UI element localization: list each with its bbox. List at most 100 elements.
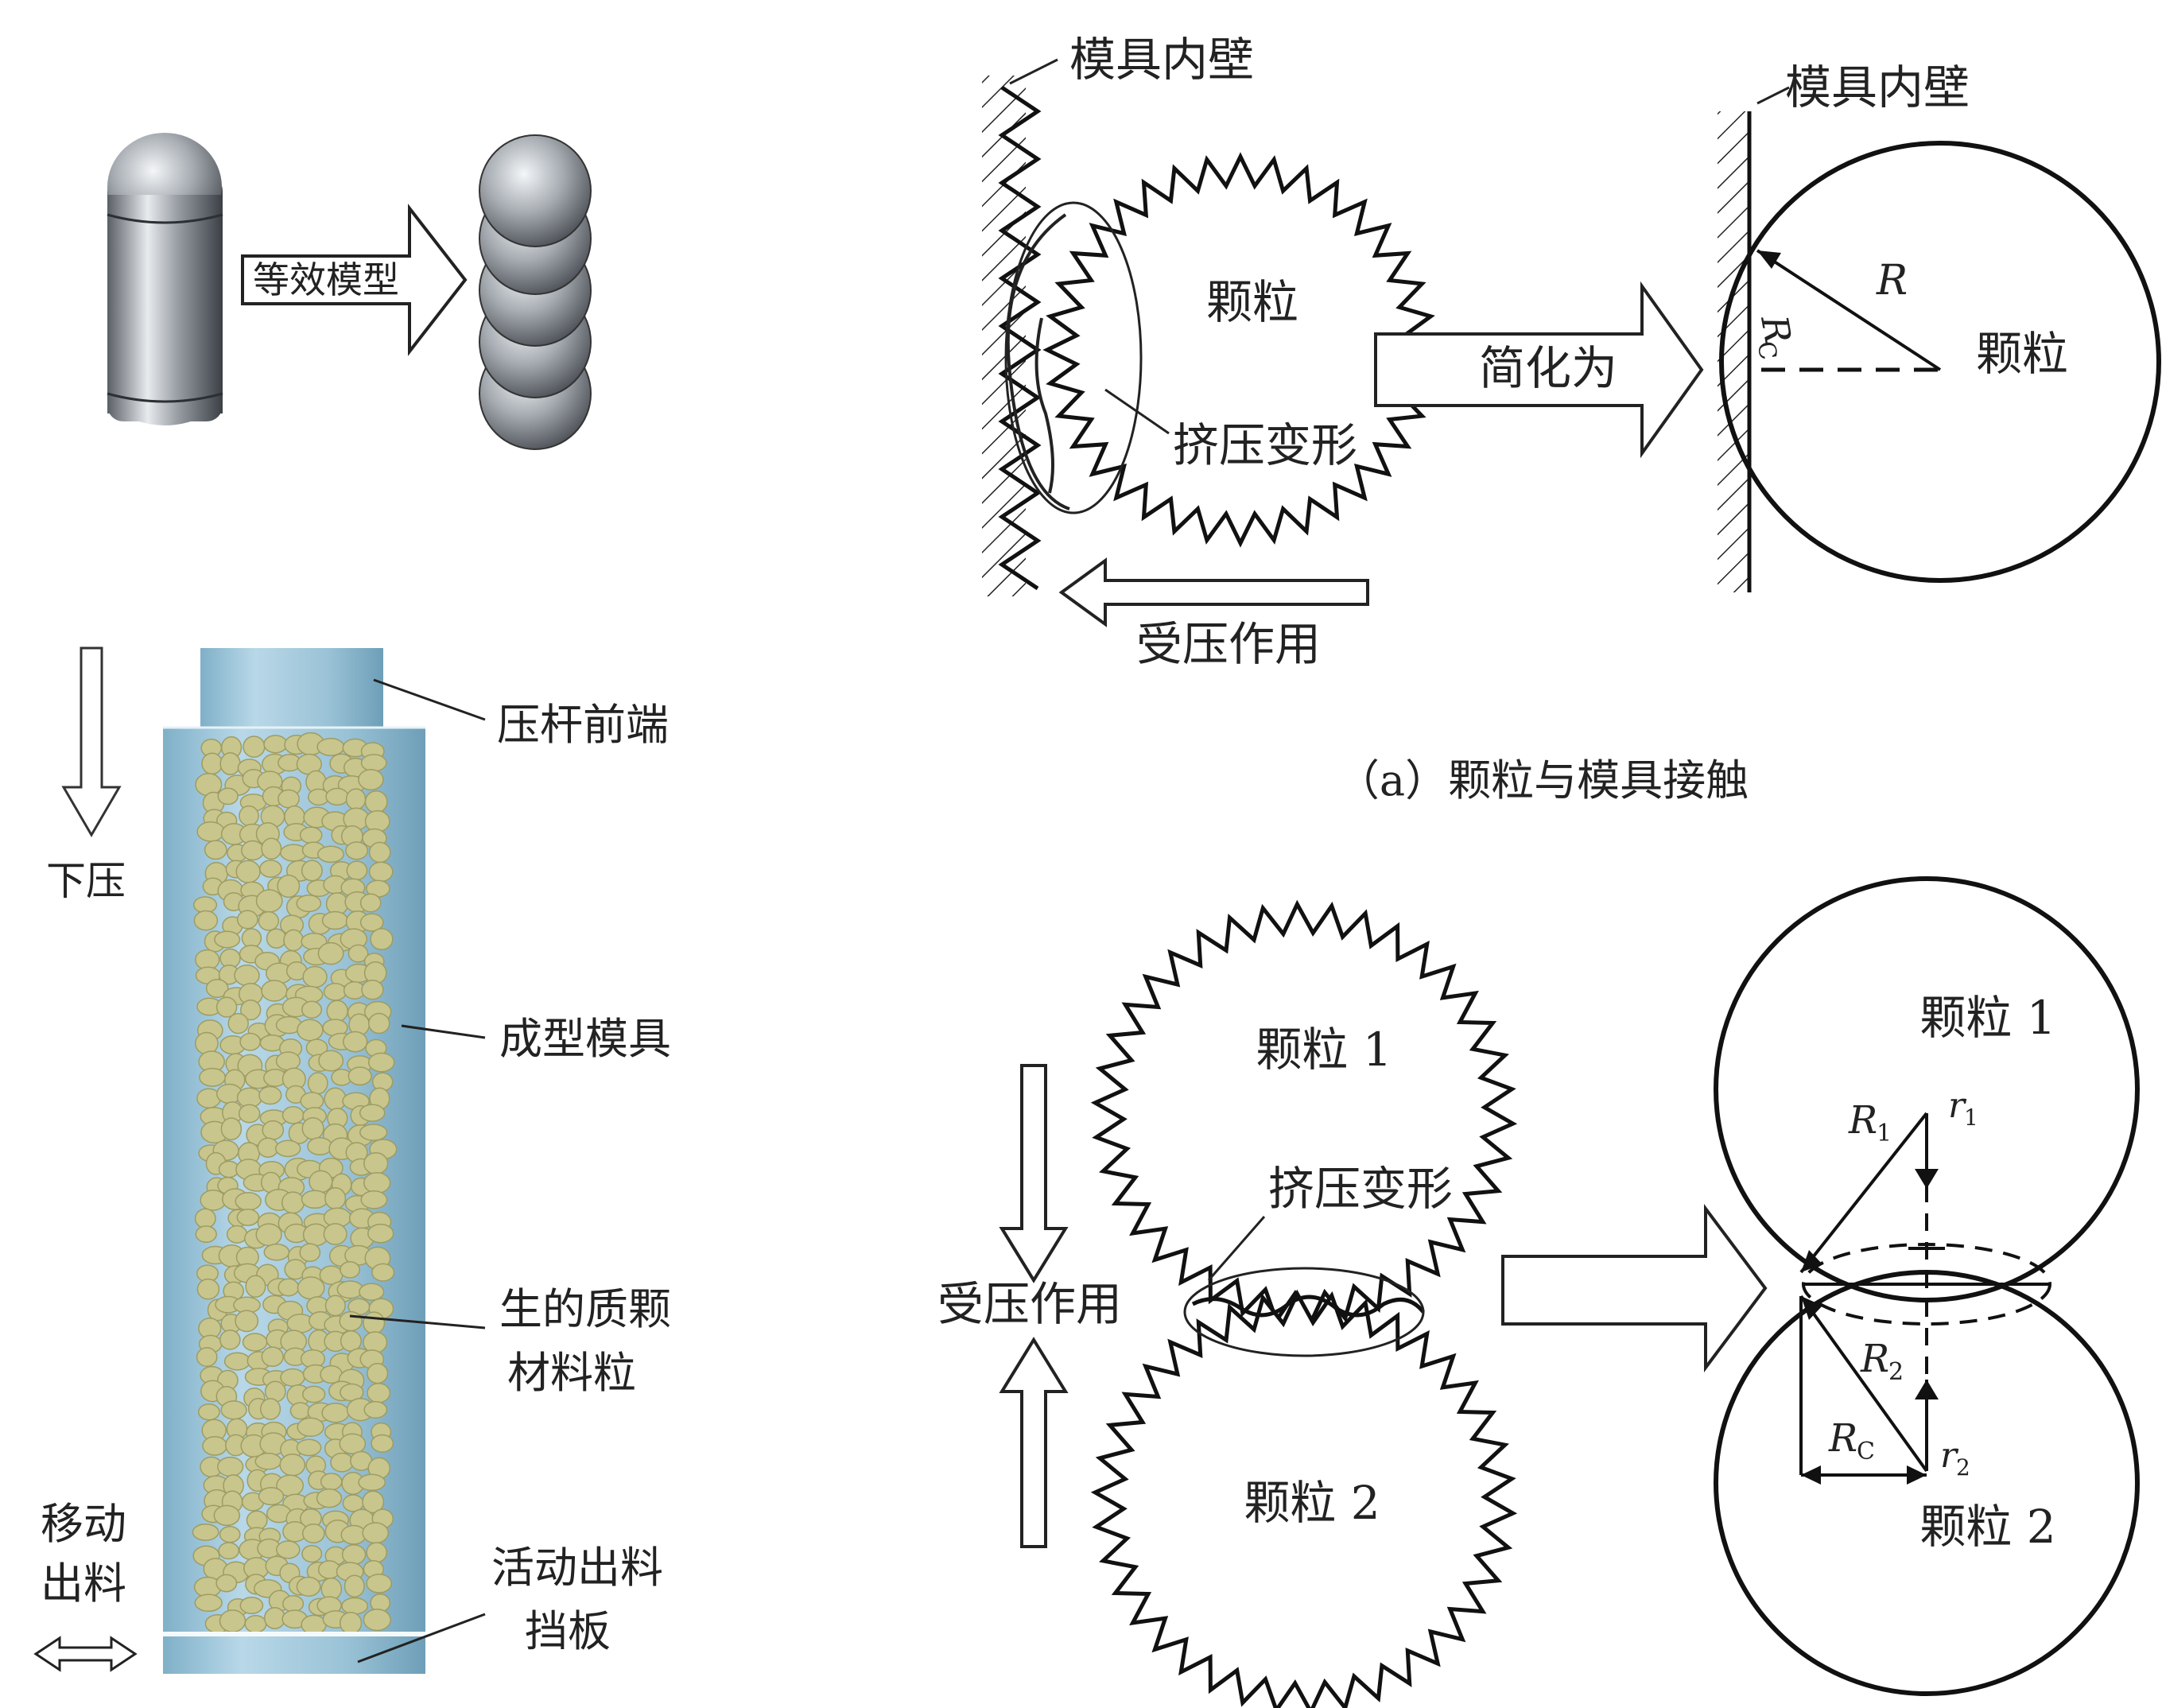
Rc-label-b: R C	[1828, 1416, 1875, 1465]
biomass-particle	[339, 1611, 363, 1635]
biomass-particle	[301, 1116, 324, 1140]
biomass-particle	[359, 1124, 388, 1141]
biomass-particle	[321, 1403, 350, 1423]
biomass-particle	[317, 941, 344, 965]
biomass-particle	[194, 1208, 216, 1229]
biomass-particle	[339, 1433, 367, 1455]
biomass-particle	[196, 1347, 218, 1368]
baffle-label-line2: 挡板	[525, 1606, 611, 1656]
down-press-label: 下压	[46, 858, 126, 904]
biomass-particle	[362, 1490, 385, 1514]
biomass-particle	[361, 979, 384, 1000]
biomass-particle	[321, 910, 349, 930]
equivalent-arrow: 等效模型	[241, 204, 468, 356]
biomass-particle	[219, 752, 241, 775]
R2-label: R 2	[1860, 1337, 1904, 1386]
biomass-particle	[367, 1223, 394, 1244]
sphere-stack	[479, 134, 592, 450]
biomass-particle	[318, 1050, 344, 1072]
r1-label: r 1	[1948, 1085, 1978, 1131]
biomass-particle	[330, 1452, 354, 1473]
biomass-particle	[241, 928, 262, 949]
svg-text:1: 1	[1877, 1120, 1892, 1147]
biomass-particle	[223, 1352, 251, 1371]
biomass-particle	[371, 1263, 395, 1282]
biomass-particle	[266, 928, 287, 949]
Rc-label-a: R C	[1751, 312, 1799, 363]
biomass-particle	[316, 845, 345, 864]
biomass-particle	[301, 860, 323, 882]
panel-b: 挤压变形 颗粒 1 颗粒 2 受压作用 R 1 r 1	[937, 876, 2140, 1708]
biomass-particle	[359, 893, 382, 913]
biomass-particle	[363, 1311, 386, 1335]
equivalent-label: 等效模型	[253, 258, 399, 301]
svg-text:R: R	[1828, 1416, 1857, 1461]
biomass-particle	[261, 1346, 284, 1368]
svg-text:r: r	[1940, 1435, 1959, 1476]
biomass-particle	[218, 1542, 240, 1560]
biomass-particle	[278, 789, 300, 809]
biomass-particle	[239, 1596, 264, 1615]
R1-label: R 1	[1848, 1098, 1892, 1147]
biomass-particle	[324, 1295, 346, 1317]
biomass-particle	[259, 860, 282, 878]
biomass-particle	[301, 1614, 327, 1635]
biomass-particle	[301, 1000, 323, 1019]
biomass-particle	[363, 1171, 391, 1194]
biomass-particle	[205, 978, 229, 999]
biomass-particle	[201, 752, 223, 775]
rough-particle-a	[1042, 152, 1438, 548]
particle2-label: 颗粒 2	[1244, 1476, 1380, 1530]
biomass-particle	[254, 1452, 282, 1470]
biomass-particle	[195, 773, 223, 797]
biomass-particle	[358, 768, 384, 791]
biomass-particle	[219, 1525, 241, 1543]
biomass-particle	[363, 1400, 388, 1419]
svg-text:R: R	[1848, 1098, 1877, 1143]
biomass-particle	[215, 996, 238, 1018]
biomass-particle	[274, 1139, 301, 1158]
biomass-particle	[324, 1187, 347, 1210]
biomass-particle	[226, 1225, 248, 1244]
down-arrow	[61, 646, 122, 837]
svg-text:1: 1	[1964, 1104, 1978, 1131]
svg-text:r: r	[1948, 1085, 1967, 1126]
pressure-label-a: 受压作用	[1136, 617, 1321, 671]
biomass-particle	[300, 1092, 324, 1111]
biomass-particle	[371, 1434, 394, 1453]
biomass-particle	[234, 965, 260, 987]
biomass-particle	[367, 1052, 395, 1073]
biomass-particle	[299, 1243, 321, 1263]
baffle-label-line1: 活动出料	[491, 1543, 663, 1593]
biomass-particle	[199, 1067, 227, 1087]
biomass-particle	[236, 1208, 260, 1226]
discharge-label-line1: 移动	[41, 1499, 126, 1549]
biomass-particle	[360, 1190, 388, 1209]
biomass-particle	[345, 788, 367, 810]
biomass-particle	[195, 1225, 217, 1244]
biomass-particle	[341, 1597, 369, 1615]
rough-wall	[998, 85, 1042, 591]
smooth-particle-a	[1719, 141, 2161, 583]
piston-head	[200, 648, 383, 728]
biomass-particle	[346, 860, 368, 881]
particles-label-line2: 材料粒	[507, 1348, 636, 1398]
biomass-particle	[297, 1019, 324, 1042]
biomass-particle	[325, 787, 349, 806]
biomass-particle	[258, 1085, 282, 1105]
biomass-particle	[196, 1278, 220, 1300]
particle1-label-right: 颗粒 1	[1919, 991, 2055, 1045]
svg-text:R: R	[1860, 1337, 1889, 1381]
biomass-particle	[299, 826, 323, 844]
biomass-particle	[367, 1363, 389, 1384]
biomass-particle	[289, 1402, 311, 1420]
biomass-particle	[359, 1283, 385, 1301]
discharge-label-line2: 出料	[41, 1559, 126, 1609]
particles-label-line1: 生的质颗	[499, 1284, 671, 1334]
radius-R1	[1799, 1112, 1928, 1274]
capsule-group: 等效模型	[107, 133, 592, 450]
biomass-particle	[282, 1595, 305, 1613]
biomass-particle	[279, 1454, 306, 1477]
R-label: R	[1876, 257, 1908, 305]
